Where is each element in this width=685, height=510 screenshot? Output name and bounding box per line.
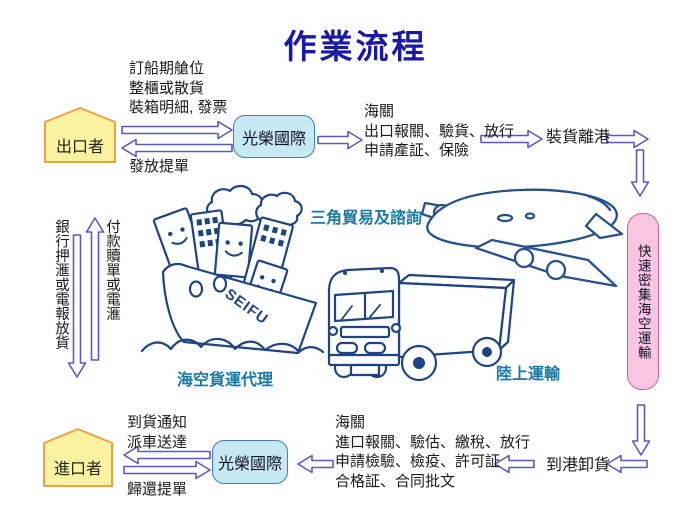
airplane-cockpit bbox=[586, 194, 612, 212]
truck-hub bbox=[413, 357, 425, 369]
arrow-forwarder-to-exporter bbox=[121, 138, 233, 158]
forwarder-node-bottom: 光榮國際 bbox=[212, 440, 288, 484]
arrive-unload-step: 到港卸貨 bbox=[546, 457, 611, 474]
arrow-to-unload bbox=[606, 454, 648, 474]
airplane-tailplane bbox=[584, 212, 624, 240]
airplane-engine bbox=[545, 259, 567, 281]
arrow-unload-to-customs bbox=[494, 454, 535, 474]
building-with-face bbox=[213, 221, 254, 279]
return-bl-note: 歸還提單 bbox=[127, 481, 188, 498]
truck-headlight bbox=[363, 341, 387, 355]
triangle-trade-caption: 三角貿易及諮詢 bbox=[310, 210, 423, 227]
air-sea-transport-node: 快速密集海空運輸 bbox=[627, 213, 659, 390]
truck-roof-light bbox=[380, 269, 384, 273]
truck-wiper bbox=[341, 305, 353, 320]
land-transport-caption: 陸上運輸 bbox=[496, 366, 561, 383]
arrow-customs-to-forwarder2 bbox=[297, 454, 334, 474]
airplane-illustration bbox=[420, 188, 624, 288]
airplane-window bbox=[496, 213, 514, 223]
export-customs-note: 海關 出口報關、驗貨、放行 申請產証、保險 bbox=[364, 103, 515, 159]
truck-plate bbox=[349, 363, 381, 377]
porthole bbox=[212, 275, 228, 293]
airplane-main-wing bbox=[474, 238, 618, 288]
booking-note: 訂船期艙位 整櫃或散貨 裝箱明細, 發票 bbox=[129, 60, 228, 116]
arrow-payment-up bbox=[85, 217, 105, 361]
arrow-importer-to-forwarder2 bbox=[123, 460, 211, 480]
airplane-window bbox=[524, 212, 536, 220]
arrow-down-to-transport bbox=[630, 149, 650, 197]
load-depart-step: 裝貨離港 bbox=[546, 129, 611, 146]
airplane-engine bbox=[513, 247, 535, 269]
bank-release-note: 銀行押滙或電報放貨 bbox=[52, 219, 69, 350]
airplane-fuselage bbox=[426, 188, 618, 249]
truck-side-light bbox=[327, 325, 339, 337]
porthole bbox=[188, 280, 204, 298]
arrow-customs-to-depart bbox=[480, 129, 543, 149]
truck-headlight bbox=[335, 341, 359, 355]
page-title: 作業流程 bbox=[283, 28, 428, 65]
arrival-notice-note: 到貨通知 派車送達 bbox=[127, 414, 188, 451]
truck-grille bbox=[339, 325, 391, 339]
air-sea-transport-label: 快速密集海空運輸 bbox=[635, 243, 651, 360]
payment-redeem-note: 付款贖單或電滙 bbox=[103, 219, 120, 321]
arrow-forwarder2-to-importer bbox=[123, 445, 211, 465]
sea-air-agent-caption: 海空貨運代理 bbox=[177, 372, 274, 389]
arrow-bank-release-down bbox=[67, 234, 87, 378]
exporter-house-shape bbox=[44, 107, 116, 163]
arrow-exporter-to-forwarder bbox=[121, 120, 233, 140]
importer-node: 進口者 bbox=[53, 461, 102, 478]
forwarder-node-top: 光榮國際 bbox=[233, 115, 315, 158]
issue-bl-note: 發放提單 bbox=[129, 158, 190, 175]
truck-hub bbox=[482, 347, 492, 357]
exporter-node: 出口者 bbox=[55, 139, 104, 156]
truck-illustration bbox=[327, 266, 516, 382]
truck-side-light bbox=[390, 322, 402, 334]
arrow-depart-right bbox=[606, 129, 649, 149]
truck-roof-light bbox=[343, 271, 347, 275]
ship-illustration: SEIFU bbox=[140, 184, 325, 355]
import-customs-note: 海關 進口報關、驗估、繳稅、放行 申請檢驗、檢疫、許可証 合格証、合同批文 bbox=[335, 414, 531, 490]
importer-house-shape bbox=[43, 428, 113, 487]
truck-bumper bbox=[327, 353, 401, 367]
truck-wiper bbox=[369, 304, 381, 318]
waves bbox=[140, 337, 325, 354]
flow-arrows bbox=[67, 120, 651, 480]
arrow-transport-down bbox=[631, 404, 651, 456]
arrow-forwarder-to-customs bbox=[317, 130, 363, 150]
